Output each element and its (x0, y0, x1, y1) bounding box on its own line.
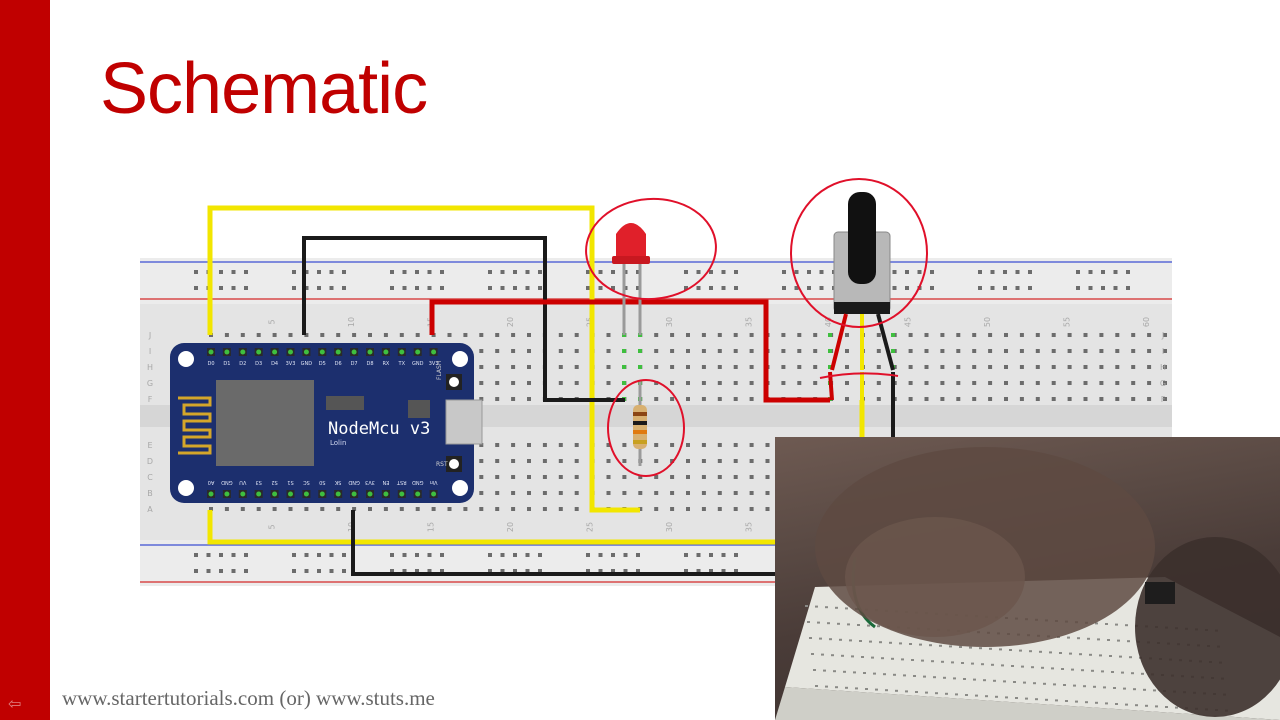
column-number: 40 (824, 317, 833, 327)
annotation-circle-potentiometer (790, 178, 928, 328)
pin-label: Vin (430, 479, 438, 485)
column-number: 30 (665, 317, 674, 327)
annotation-circle-led (585, 197, 717, 301)
pin-label: GND (221, 479, 233, 485)
potentiometer-knob (848, 192, 876, 284)
slide-title: Schematic (100, 49, 428, 129)
back-arrow-icon[interactable]: ⇦ (8, 696, 22, 713)
pin-label: SC (303, 479, 310, 485)
column-number: 15 (427, 522, 436, 532)
column-number: 55 (1063, 317, 1072, 327)
pin-label: TX (398, 361, 406, 367)
led-bulb (616, 223, 646, 260)
webcam-scene (775, 447, 1280, 720)
row-letter: H (1160, 363, 1166, 372)
row-letter: G (1160, 379, 1166, 388)
resistor (633, 380, 647, 466)
nodemcu-board: D0A0D1GNDD2VUD3S3D4S23V3S1GNDSCD5S0D6SKD… (170, 343, 483, 503)
pin-label: D4 (271, 361, 278, 367)
row-letter: I (149, 347, 151, 356)
column-number: 25 (586, 522, 595, 532)
pin-label: GND (412, 361, 424, 367)
row-letter: C (147, 473, 153, 482)
esp-module-shield (216, 380, 314, 466)
rst-label: RST (436, 461, 448, 468)
pin-label: D6 (335, 361, 342, 367)
black-wire (302, 236, 625, 402)
pin-label: D2 (239, 361, 246, 367)
slide-accent-bar (0, 0, 50, 720)
column-number: 60 (1142, 317, 1151, 327)
red-wire (429, 299, 830, 403)
column-number: 50 (983, 317, 992, 327)
pin-label: D0 (207, 361, 214, 367)
pin-label: D7 (351, 361, 358, 367)
black-wire-ground (351, 510, 775, 576)
column-number: 35 (745, 522, 754, 532)
chip-small (326, 396, 364, 410)
row-letter: G (147, 379, 153, 388)
board-pin-headers: D0A0D1GNDD2VUD3S3D4S23V3S1GNDSCD5S0D6SKD… (207, 348, 438, 498)
chip-small (408, 400, 430, 418)
pin-label: D5 (319, 361, 326, 367)
pin-label: S3 (256, 479, 262, 485)
yellow-wire-ground (207, 510, 775, 545)
column-number: 5 (268, 319, 277, 324)
pin-label: GND (348, 479, 360, 485)
pin-label: RX (382, 361, 389, 367)
row-letter: I (1162, 347, 1164, 356)
pin-label: 3V3 (429, 361, 439, 367)
annotation-underline (819, 372, 899, 379)
usb-port (445, 399, 483, 445)
column-number: 5 (268, 524, 277, 529)
webcam-video-overlay (775, 437, 1280, 720)
wifi-antenna (178, 396, 212, 455)
column-number: 35 (745, 317, 754, 327)
board-name: NodeMcu v3 (328, 419, 430, 439)
yellow-wire (207, 205, 640, 513)
row-letter: D (147, 457, 153, 466)
pin-label: S2 (271, 479, 277, 485)
column-number: 20 (506, 317, 515, 327)
column-number: 10 (347, 317, 356, 327)
row-letter: F (1161, 395, 1166, 404)
column-number: 30 (665, 522, 674, 532)
board-subtitle: Lolin (330, 439, 346, 447)
row-letter: B (147, 489, 153, 498)
pin-label: 3V3 (365, 479, 375, 485)
pin-label: S0 (319, 479, 325, 485)
row-letter: E (147, 441, 152, 450)
pin-label: SK (334, 479, 341, 485)
row-letter: F (148, 395, 153, 404)
pin-label: EN (382, 479, 389, 485)
pin-label: GND (301, 361, 313, 367)
potentiometer (828, 192, 895, 401)
column-number: 45 (904, 317, 913, 327)
pin-label: GND (412, 479, 424, 485)
row-letter: J (148, 331, 151, 340)
pin-label: RST (396, 479, 407, 485)
row-letter: J (1161, 331, 1164, 340)
row-letter: H (147, 363, 153, 372)
pin-label: VU (239, 479, 246, 485)
flash-label: FLASH (436, 361, 443, 380)
annotation-circle-resistor (607, 379, 685, 477)
footer-url: www.startertutorials.com (or) www.stuts.… (62, 686, 435, 710)
pin-label: D3 (255, 361, 262, 367)
row-letter: A (147, 505, 153, 514)
top-power-rail (140, 258, 1172, 304)
pin-label: A0 (208, 479, 215, 485)
pin-label: D8 (366, 361, 373, 367)
column-number: 20 (506, 522, 515, 532)
pin-label: D1 (223, 361, 230, 367)
pin-label: S1 (287, 479, 293, 485)
pin-label: 3V3 (286, 361, 296, 367)
